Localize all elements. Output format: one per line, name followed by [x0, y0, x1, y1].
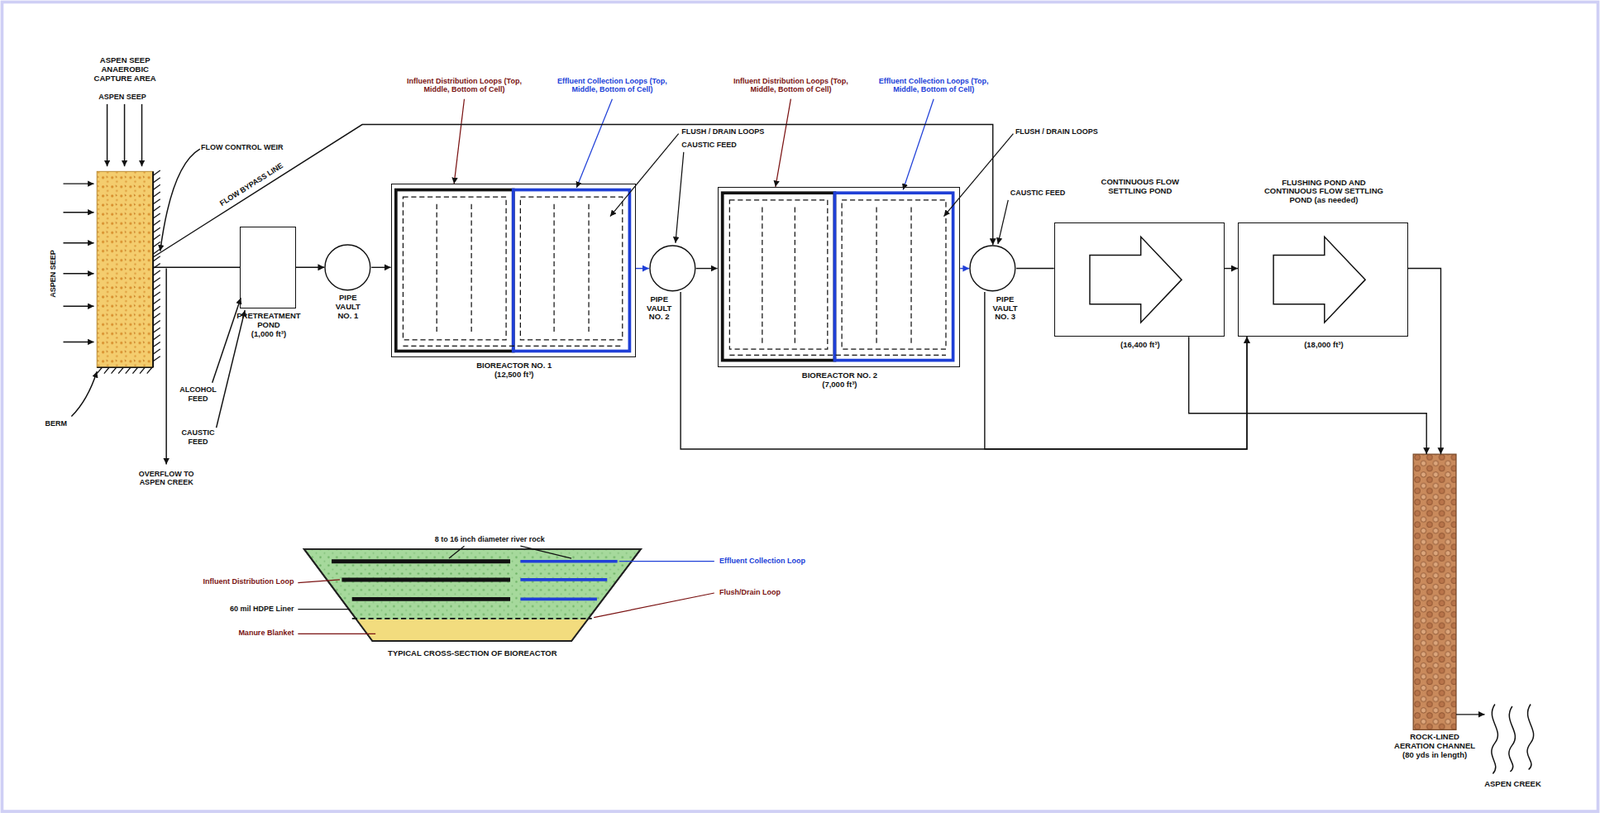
- capture-area-fill: [96, 171, 153, 368]
- text-group: PIPE VAULT NO. 1: [331, 293, 365, 321]
- settling-pond: CONTINUOUS FLOW SETTLING POND(16,400 ft³…: [1054, 222, 1225, 337]
- flushing-pond: FLUSHING POND AND CONTINUOUS FLOW SETTLI…: [1237, 222, 1409, 337]
- flow-pipe: [1189, 336, 1428, 454]
- node-label: ROCK-LINED AERATION CHANNEL (80 yds in l…: [1389, 732, 1481, 760]
- node-label: (16,400 ft³): [1090, 340, 1190, 350]
- pipe-vault: PIPE VAULT NO. 2: [649, 244, 697, 292]
- callout-label: FLUSH / DRAIN LOOPS: [1015, 127, 1099, 137]
- callout-label: FLOW CONTROL WEIR: [200, 143, 283, 153]
- pipe-label: FLOW BYPASS LINE: [217, 161, 286, 209]
- text-group: ASPEN CREEK: [1479, 779, 1546, 789]
- flow-pipe: [696, 267, 718, 269]
- callout-label: Flush/Drain Loop: [719, 587, 781, 598]
- pipe-vault: PIPE VAULT NO. 3: [969, 244, 1017, 292]
- text-group: (18,000 ft³): [1274, 340, 1374, 350]
- cross-section: TYPICAL CROSS-SECTION OF BIOREACTOR: [304, 549, 641, 641]
- text-group: (16,400 ft³): [1090, 340, 1190, 350]
- callout-label: 60 mil HDPE Liner: [229, 604, 295, 614]
- flow-pipe: [1456, 713, 1486, 715]
- callout-label: CAUSTIC FEED: [1010, 188, 1066, 198]
- flow-pipe: [680, 291, 1247, 449]
- callout-label: Influent Distribution Loops (Top, Middle…: [724, 76, 857, 96]
- text-group: BIOREACTOR NO. 2(7,000 ft³): [777, 371, 902, 390]
- flow-pipe: [152, 267, 240, 268]
- pipe-vault: PIPE VAULT NO. 1: [324, 243, 372, 292]
- callout-label: Effluent Collection Loops (Top, Middle, …: [545, 76, 679, 96]
- node-label: PIPE VAULT NO. 3: [988, 295, 1023, 323]
- flow-pipe: [960, 267, 970, 269]
- flow-pipe: [635, 267, 650, 269]
- node-label: (1,000 ft³): [235, 329, 302, 340]
- flow-pipe: [1016, 267, 1055, 269]
- callout-label: Effluent Collection Loops (Top, Middle, …: [867, 76, 1000, 96]
- flow-pipe: [296, 267, 325, 268]
- node-label: FLUSHING POND AND CONTINUOUS FLOW SETTLI…: [1261, 178, 1386, 206]
- vault-outline: [969, 244, 1017, 292]
- pretreatment-pond: PRETREATMENT POND(1,000 ft³): [239, 226, 297, 309]
- flow-pipe: [1224, 267, 1238, 269]
- callout-label: Effluent Collection Loop: [719, 556, 806, 566]
- callout-label: ASPEN SEEP: [98, 92, 147, 102]
- callout-label: ASPEN SEEP: [48, 249, 58, 298]
- callout-label: CAUSTIC FEED: [681, 140, 737, 150]
- text-group: ASPEN SEEP ANAEROBIC CAPTURE AREA: [87, 56, 163, 84]
- node-label: BIOREACTOR NO. 2: [777, 371, 902, 381]
- text-group: BIOREACTOR NO. 1(12,500 ft³): [452, 361, 577, 380]
- callout-label: Influent Distribution Loops (Top, Middle…: [397, 76, 531, 96]
- node-label: PIPE VAULT NO. 2: [642, 295, 676, 323]
- flow-pipe: [152, 124, 994, 258]
- callout-label: 8 to 16 inch diameter river rock: [434, 534, 545, 545]
- text-group: CONTINUOUS FLOW SETTLING POND: [1090, 177, 1190, 196]
- vault-outline: [649, 244, 697, 292]
- node-label: (18,000 ft³): [1274, 340, 1374, 350]
- aeration-channel: ROCK-LINED AERATION CHANNEL (80 yds in l…: [1413, 453, 1457, 730]
- creek: ASPEN CREEK: [1485, 703, 1542, 775]
- flow-pipe: [984, 291, 1247, 449]
- callout-label: CAUSTIC FEED: [179, 428, 217, 447]
- node-label: ASPEN CREEK: [1479, 779, 1546, 789]
- capture-area: ASPEN SEEP ANAEROBIC CAPTURE AREA: [96, 171, 153, 368]
- flow-pipe: [1408, 268, 1442, 455]
- callout-label: Manure Blanket: [238, 628, 294, 638]
- node-label: ASPEN SEEP ANAEROBIC CAPTURE AREA: [87, 56, 163, 84]
- text-group: PIPE VAULT NO. 3: [988, 295, 1023, 323]
- text-group: ROCK-LINED AERATION CHANNEL (80 yds in l…: [1389, 732, 1481, 760]
- node-label: TYPICAL CROSS-SECTION OF BIOREACTOR: [364, 649, 580, 659]
- callout-label: OVERFLOW TO ASPEN CREEK: [133, 469, 200, 488]
- text-group: FLUSHING POND AND CONTINUOUS FLOW SETTLI…: [1261, 178, 1386, 206]
- text-group: TYPICAL CROSS-SECTION OF BIOREACTOR: [364, 649, 580, 659]
- vault-outline: [324, 243, 372, 292]
- node-label: (12,500 ft³): [452, 370, 577, 380]
- flow-pipe: [371, 267, 391, 268]
- node-label: CONTINUOUS FLOW SETTLING POND: [1090, 177, 1190, 196]
- seep-arrows: [63, 104, 246, 465]
- node-label: PIPE VAULT NO. 1: [331, 293, 365, 321]
- node-label: (7,000 ft³): [777, 380, 902, 390]
- callout-label: BERM: [45, 419, 68, 429]
- callout-label: ALCOHOL FEED: [179, 385, 217, 404]
- bioreactor: BIOREACTOR NO. 2(7,000 ft³): [717, 186, 961, 368]
- callout-label: Influent Distribution Loop: [202, 577, 294, 587]
- text-group: PIPE VAULT NO. 2: [642, 295, 676, 323]
- node-label: BIOREACTOR NO. 1: [452, 361, 577, 371]
- callout-label: FLUSH / DRAIN LOOPS: [681, 127, 765, 137]
- bioreactor: BIOREACTOR NO. 1(12,500 ft³): [391, 183, 636, 358]
- node-label: PRETREATMENT POND: [235, 311, 302, 330]
- text-group: PRETREATMENT POND(1,000 ft³): [235, 311, 302, 340]
